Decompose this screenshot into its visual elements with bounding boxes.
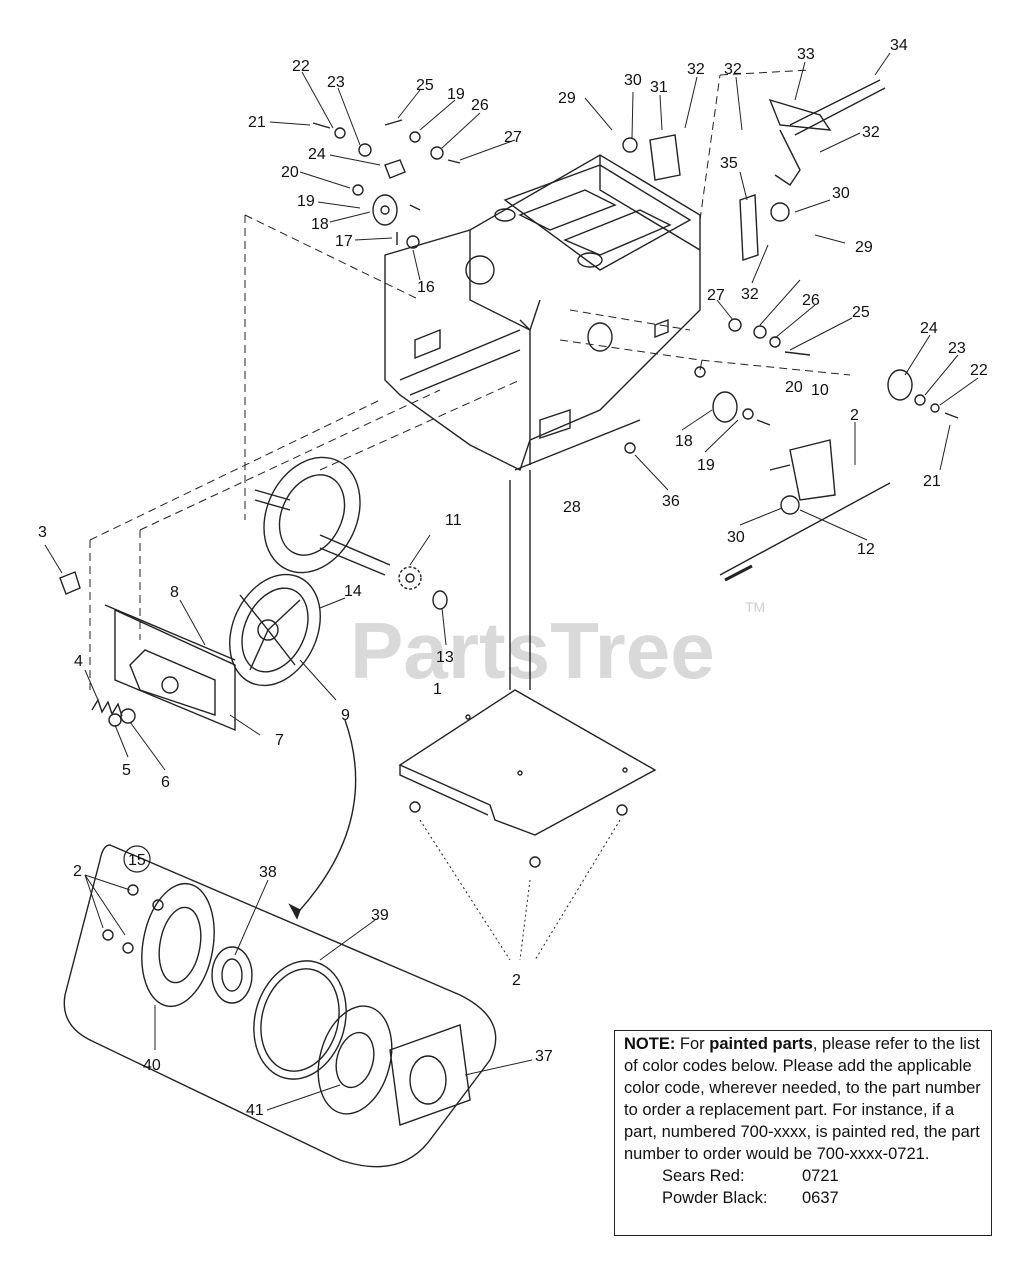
callout-label: 26	[802, 292, 820, 309]
shift-lever	[622, 79, 886, 261]
callout-label: 30	[832, 185, 850, 202]
watermark: PartsTree	[350, 606, 715, 695]
callout-label: 14	[344, 583, 362, 600]
callout-label: 33	[797, 46, 815, 63]
callout-label: 24	[920, 320, 938, 337]
callout-label: 11	[445, 512, 462, 529]
pulley-assembly	[229, 456, 391, 687]
note-label: NOTE:	[624, 1035, 676, 1053]
callout-label: 27	[504, 129, 522, 146]
note-text-part: , please refer to the list of color code…	[624, 1035, 981, 1163]
note-emphasis: painted parts	[709, 1035, 813, 1053]
callout-label: 41	[246, 1102, 264, 1119]
callout-label: 19	[447, 86, 465, 103]
callout-label: 3	[38, 524, 47, 541]
callout-label: 9	[341, 707, 350, 724]
callout-label: 6	[161, 774, 170, 791]
callout-label: 2	[73, 863, 82, 880]
callout-label: 7	[275, 732, 284, 749]
callout-labels: 1 2 2 2 3 4 5 6 7 8 9 10 11 12 13 14 15 …	[38, 37, 988, 1119]
callout-label: 8	[170, 584, 179, 601]
callout-label: 36	[662, 493, 680, 510]
callout-label: 20	[785, 379, 803, 396]
callout-label: 32	[862, 124, 880, 141]
skid-plate	[398, 689, 657, 836]
note-text-part: For	[675, 1035, 710, 1053]
callout-label: 21	[923, 473, 941, 490]
callout-label: 22	[970, 362, 988, 379]
callout-label: 15	[128, 852, 146, 869]
callout-label: 29	[855, 239, 873, 256]
callout-label: 23	[327, 74, 345, 91]
callout-label: 26	[471, 97, 489, 114]
bracket-7	[104, 604, 236, 732]
callout-label: 32	[724, 61, 742, 78]
callout-label: 30	[624, 72, 642, 89]
callout-label: 28	[563, 499, 581, 516]
callout-label: 20	[281, 164, 299, 181]
callout-label: 40	[143, 1057, 161, 1074]
callout-label: 22	[292, 58, 310, 75]
callout-label: 25	[852, 304, 870, 321]
callout-label: 19	[297, 193, 315, 210]
callout-label: 10	[811, 382, 829, 399]
trademark: TM	[745, 599, 765, 615]
frame-housing	[384, 154, 701, 471]
callout-label: 37	[535, 1048, 553, 1065]
callout-label: 4	[74, 653, 83, 670]
callout-label: 1	[433, 681, 442, 698]
callout-label: 18	[675, 433, 693, 450]
callout-label: 17	[335, 233, 353, 250]
callout-label: 2	[512, 972, 521, 989]
color-name: Sears Red:	[662, 1167, 745, 1185]
callout-label: 24	[308, 146, 326, 163]
callout-label: 39	[371, 907, 389, 924]
callout-label: 25	[416, 77, 434, 94]
callout-label: 2	[850, 407, 859, 424]
callout-label: 13	[436, 649, 454, 666]
callout-label: 12	[857, 541, 875, 558]
callout-label: 31	[650, 79, 668, 96]
callout-label: 34	[890, 37, 908, 54]
callout-label: 23	[948, 340, 966, 357]
color-code: 0637	[802, 1189, 839, 1207]
inset-detail	[63, 844, 497, 1168]
callout-label: 18	[311, 216, 329, 233]
color-code-row: Powder Black: 0637	[624, 1187, 982, 1209]
callout-label: 32	[741, 286, 759, 303]
color-name: Powder Black:	[662, 1189, 768, 1207]
color-code-row: Sears Red: 0721	[624, 1165, 982, 1187]
callout-label: 5	[122, 762, 131, 779]
color-code: 0721	[802, 1167, 839, 1185]
callout-label: 30	[727, 529, 745, 546]
painted-parts-note: NOTE: For painted parts, please refer to…	[614, 1030, 992, 1236]
callout-label: 19	[697, 457, 715, 474]
callout-label: 21	[248, 114, 266, 131]
callout-label: 38	[259, 864, 277, 881]
callout-label: 35	[720, 155, 738, 172]
callout-label: 16	[417, 279, 435, 296]
callout-label: 27	[707, 287, 725, 304]
idler-bracket	[624, 439, 891, 582]
callout-label: 29	[558, 90, 576, 107]
callout-label: 32	[687, 61, 705, 78]
note-text: NOTE: For painted parts, please refer to…	[624, 1033, 982, 1165]
